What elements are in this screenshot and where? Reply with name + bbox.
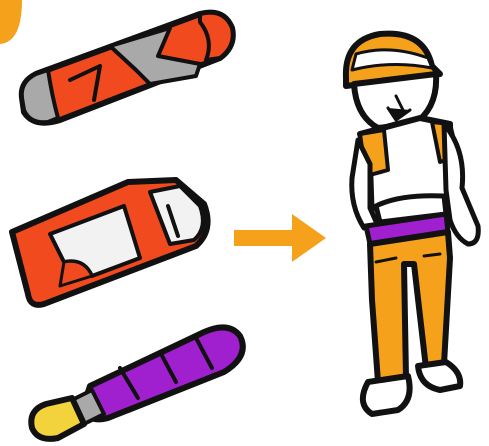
right-shoe-icon: [418, 362, 460, 390]
corner-shape-icon: [0, 0, 22, 44]
rolled-tube-icon: [31, 327, 243, 438]
arrow-right-icon: [234, 214, 326, 262]
worker-figure-icon: [346, 34, 478, 414]
rolled-garment-icon: [22, 13, 233, 123]
folded-garment-icon: [12, 180, 208, 305]
left-shoe-icon: [363, 376, 410, 414]
